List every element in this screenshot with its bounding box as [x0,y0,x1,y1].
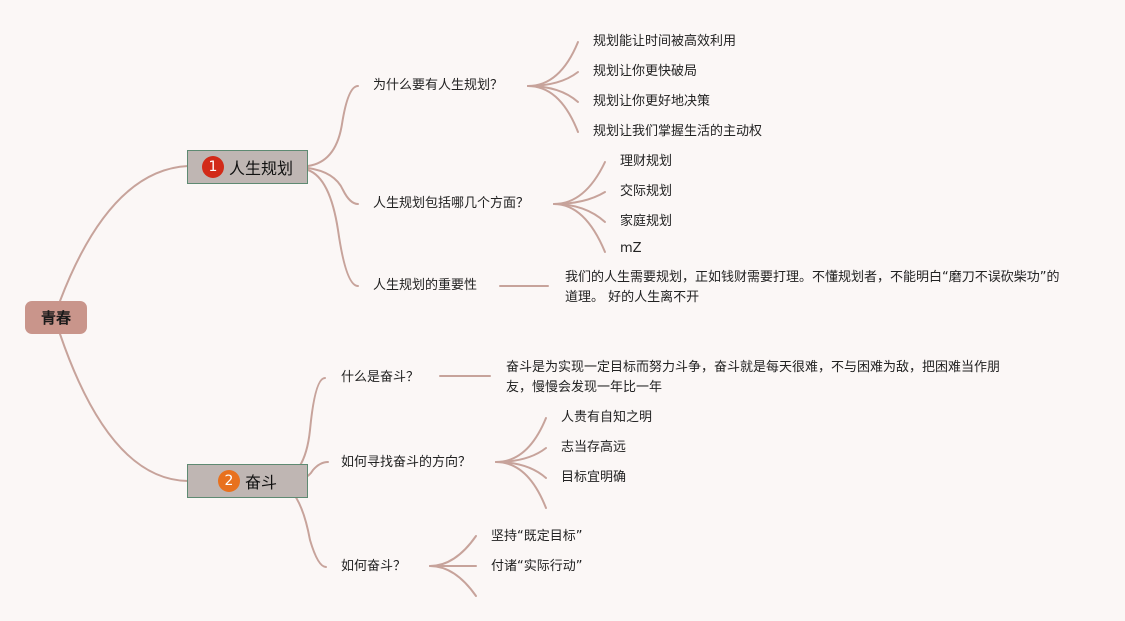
leaf-item[interactable]: 付诸“实际行动” [491,559,583,574]
root-node[interactable]: 青春 [25,301,87,334]
branch-struggle-node[interactable]: 2 奋斗 [187,464,308,498]
leaf-item[interactable]: 家庭规划 [620,214,673,229]
leaf-item[interactable]: 规划让你更好地决策 [593,94,711,109]
leaf-item[interactable]: 坚持“既定目标” [491,529,583,544]
leaf-item[interactable]: 规划让你更快破局 [593,64,698,79]
leaf-item[interactable]: mZ [620,241,642,256]
leaf-item[interactable]: 规划能让时间被高效利用 [593,34,737,49]
topic-plan-importance[interactable]: 人生规划的重要性 [373,278,478,293]
link-plan-aspects [307,167,359,205]
leaf-item[interactable]: 规划让我们掌握生活的主动权 [593,124,763,139]
link-plan-why [307,85,359,167]
leaf-item[interactable]: 人贵有自知之明 [561,410,653,425]
link-root-plan [59,165,189,302]
leaf-item[interactable]: 目标宜明确 [561,470,627,485]
branch-plan-node[interactable]: 1 人生规划 [187,150,308,184]
link-plan-importance [307,169,359,287]
leaf-paragraph[interactable]: 我们的人生需要规划，正如钱财需要打理。不懂规划者，不能明白“磨刀不误砍柴功”的道… [565,270,1060,305]
topic-what-struggle[interactable]: 什么是奋斗？ [341,370,420,385]
leaf-item[interactable]: 理财规划 [620,154,673,169]
topic-why-plan[interactable]: 为什么要有人生规划？ [373,78,504,93]
topic-struggle-direction[interactable]: 如何寻找奋斗的方向？ [341,455,472,470]
number-badge-1: 1 [201,156,224,178]
leaf-item[interactable]: 志当存高远 [561,440,627,455]
topic-plan-aspects[interactable]: 人生规划包括哪几个方面？ [373,196,530,211]
topic-how-struggle[interactable]: 如何奋斗？ [341,559,407,574]
number-badge-2: 2 [217,470,240,492]
link-root-struggle [59,333,189,482]
leaf-paragraph[interactable]: 奋斗是为实现一定目标而努力斗争，奋斗就是每天很难，不与困难为敌，把困难当作朋友，… [506,360,1001,395]
leaf-item[interactable]: 交际规划 [620,184,673,199]
branch-plan-label: 人生规划 [228,159,293,178]
branch-struggle-label: 奋斗 [244,473,277,492]
